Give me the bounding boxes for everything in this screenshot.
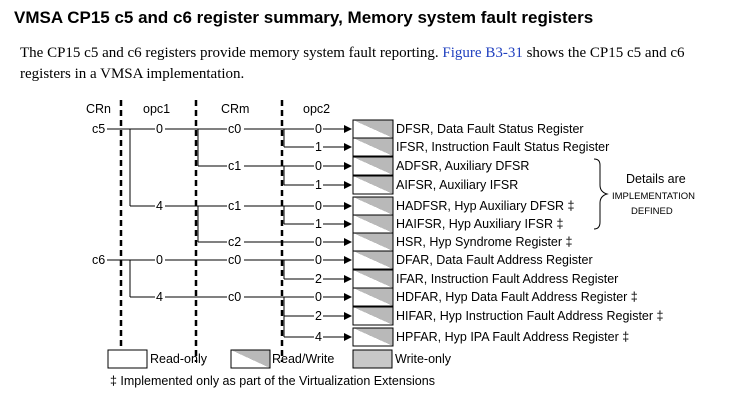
legend-read-only-label: Read-only: [150, 352, 208, 366]
reg-name-hifar: HIFAR, Hyp Instruction Fault Address Reg…: [396, 309, 664, 323]
reg-box-hpfar: [352, 327, 394, 347]
details-line-2: IMPLEMENTATION: [612, 191, 695, 202]
reg-box-hadfsr: [352, 196, 394, 216]
reg-box-adfsr: [352, 156, 394, 176]
reg-name-dfsr: DFSR, Data Fault Status Register: [396, 122, 584, 136]
opc2-label-2: 1: [315, 140, 322, 154]
opc2-label-10: 0: [315, 290, 322, 304]
register-names: DFSR, Data Fault Status Register IFSR, I…: [396, 122, 664, 344]
details-brace: [593, 158, 609, 230]
crm-header: CRm: [221, 102, 249, 116]
intro-text-end: shows the CP15 c5 and c6 registers in a …: [20, 45, 685, 82]
reg-box-ifsr: [352, 137, 394, 157]
opc2-label-7: 0: [315, 235, 322, 249]
reg-box-hdfar: [352, 287, 394, 307]
opc1-c6-0: 0: [156, 253, 163, 267]
legend-read-only-box: [107, 349, 148, 369]
legend: Read-only Read/Write Write-only: [107, 349, 452, 369]
crn-c5: c5: [92, 122, 105, 136]
crm-label-4: c2: [228, 235, 241, 249]
intro-paragraph: The CP15 c5 and c6 registers provide mem…: [20, 43, 735, 85]
reg-box-dfsr: [352, 119, 394, 139]
opc2-label-5: 0: [315, 199, 322, 213]
legend-read-write-label: Read/Write: [272, 352, 334, 366]
reg-name-hadfsr: HADFSR, Hyp Auxiliary DFSR ‡: [396, 199, 575, 213]
crn-c6: c6: [92, 253, 105, 267]
reg-box-aifsr: [352, 175, 394, 195]
crn-header: CRn: [86, 102, 111, 116]
c5-tree-lines: [107, 128, 314, 243]
legend-read-write-box: [230, 349, 271, 369]
reg-name-hsr: HSR, Hyp Syndrome Register ‡: [396, 235, 573, 249]
reg-box-hifar: [352, 306, 394, 326]
legend-write-only-label: Write-only: [395, 352, 452, 366]
opc2-label-12: 4: [315, 330, 322, 344]
reg-name-dfar: DFAR, Data Fault Address Register: [396, 253, 593, 267]
reg-name-hpfar: HPFAR, Hyp IPA Fault Address Register ‡: [396, 330, 629, 344]
section-title: VMSA CP15 c5 and c6 register summary, Me…: [14, 8, 594, 27]
footnote: ‡ Implemented only as part of the Virtua…: [110, 374, 435, 388]
reg-name-ifar: IFAR, Instruction Fault Address Register: [396, 272, 618, 286]
opc1-c5-4: 4: [156, 199, 163, 213]
c6-tree-lines: [107, 259, 314, 338]
opc2-label-11: 2: [315, 309, 322, 323]
intro-text-start: The CP15 c5 and c6 registers provide mem…: [20, 45, 443, 61]
details-line-1: Details are: [626, 172, 686, 186]
opc1-c6-4: 4: [156, 290, 163, 304]
opc1-header: opc1: [143, 102, 170, 116]
reg-box-haifsr: [352, 214, 394, 234]
reg-name-adfsr: ADFSR, Auxiliary DFSR: [396, 159, 529, 173]
crm-label-6: c0: [228, 290, 241, 304]
reg-name-hdfar: HDFAR, Hyp Data Fault Address Register ‡: [396, 290, 638, 304]
opc2-column: 0 1 0 1 0 1 0 0 2 0 2 4: [315, 122, 322, 344]
crm-label-3: c1: [228, 199, 241, 213]
reg-name-aifsr: AIFSR, Auxiliary IFSR: [396, 178, 518, 192]
register-boxes: [352, 119, 394, 347]
opc2-label-3: 0: [315, 159, 322, 173]
details-line-3: DEFINED: [631, 206, 673, 217]
crm-label-2: c1: [228, 159, 241, 173]
opc2-label-4: 1: [315, 178, 322, 192]
register-arrows: [323, 125, 352, 341]
opc1-c5-0: 0: [156, 122, 163, 136]
opc2-label-8: 0: [315, 253, 322, 267]
reg-box-ifar: [352, 269, 394, 289]
reg-box-dfar: [352, 250, 394, 270]
opc2-label-9: 2: [315, 272, 322, 286]
opc2-label-1: 0: [315, 122, 322, 136]
reg-name-ifsr: IFSR, Instruction Fault Status Register: [396, 140, 609, 154]
opc2-label-6: 1: [315, 217, 322, 231]
crm-label-5: c0: [228, 253, 241, 267]
legend-write-only-box: [352, 349, 393, 369]
opc2-header: opc2: [303, 102, 330, 116]
reg-box-hsr: [352, 232, 394, 252]
figure-link[interactable]: Figure B3-31: [442, 45, 523, 61]
crm-label-1: c0: [228, 122, 241, 136]
reg-name-haifsr: HAIFSR, Hyp Auxiliary IFSR ‡: [396, 217, 563, 231]
